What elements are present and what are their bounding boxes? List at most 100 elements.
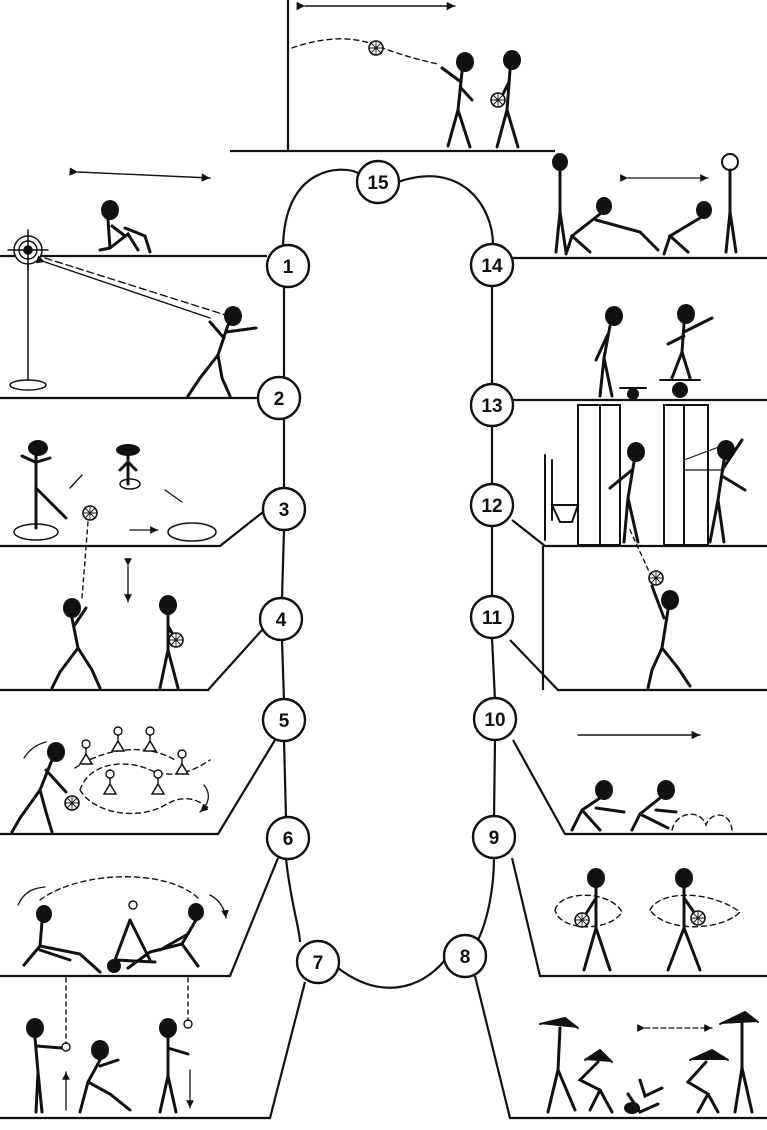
stick-figure <box>662 201 712 256</box>
scene-station-10 <box>570 730 733 832</box>
scene-station-7 <box>26 1018 194 1114</box>
scene-station-2 <box>7 229 258 398</box>
scene-station-4 <box>50 595 185 690</box>
station-5: 5 <box>261 697 307 743</box>
station-15-label: 15 <box>367 173 389 194</box>
station-5-label: 5 <box>279 711 290 732</box>
stick-figure <box>646 569 692 690</box>
track-left-4-5 <box>280 639 286 701</box>
stick-figure <box>608 442 645 544</box>
floor-7 <box>0 981 307 1120</box>
ladder-board-icon <box>577 404 709 546</box>
stick-figure <box>594 306 623 398</box>
scene-station-8 <box>539 1010 759 1114</box>
station-11-label: 11 <box>482 608 503 629</box>
stick-figure <box>78 1040 132 1114</box>
floor-12 <box>511 519 767 548</box>
basketball <box>367 39 385 57</box>
station-4-label: 4 <box>276 610 287 631</box>
station-8: 8 <box>442 933 488 979</box>
track-right-9-10 <box>492 739 497 819</box>
stick-figure <box>573 868 612 972</box>
scene-station-3 <box>13 440 217 603</box>
cone-icon <box>78 738 94 766</box>
track-bottom-arc <box>337 959 446 989</box>
motion-arrows <box>17 886 226 918</box>
stick-figure <box>20 440 68 530</box>
track-top-arc <box>281 168 495 251</box>
station-1-label: 1 <box>283 257 294 278</box>
stick-figure <box>630 780 678 832</box>
return-path <box>35 255 211 319</box>
drop-path <box>81 521 89 599</box>
stick-figure <box>685 1048 729 1114</box>
floor-9 <box>510 857 767 978</box>
stick-figure <box>624 1078 664 1114</box>
stick-figure <box>126 903 204 970</box>
stick-figure <box>440 52 474 149</box>
floor-5 <box>0 739 276 836</box>
station-3: 3 <box>261 486 307 532</box>
station-1: 1 <box>265 243 311 289</box>
station-14: 14 <box>469 242 515 288</box>
stick-figure <box>552 153 568 254</box>
stick-figure <box>708 438 747 544</box>
stick-figure <box>116 444 140 486</box>
motion-arrows <box>23 741 208 812</box>
floor-8 <box>473 975 767 1120</box>
stick-figure <box>50 598 102 690</box>
stick-figure <box>107 900 157 973</box>
floor-11 <box>509 639 767 692</box>
scene-station-9 <box>554 868 742 972</box>
basketball <box>573 911 591 929</box>
stick-figure <box>158 595 185 690</box>
stick-figure <box>570 780 626 832</box>
stick-figure <box>26 1018 71 1114</box>
station-14-label: 14 <box>481 256 503 277</box>
track-left-5-6 <box>282 739 288 819</box>
stick-figure <box>719 1010 759 1114</box>
scene-station-12 <box>544 404 747 546</box>
ball-trajectory <box>39 876 201 901</box>
station-13: 13 <box>469 382 515 428</box>
stick-figure <box>98 200 152 254</box>
target-icon <box>7 229 49 391</box>
stick-figure <box>666 304 714 380</box>
cone-icon <box>174 748 190 776</box>
balance-board-icon <box>619 379 701 400</box>
station-7-label: 7 <box>313 953 324 974</box>
station-12-label: 12 <box>481 496 502 517</box>
basketball <box>63 794 81 812</box>
station-3-label: 3 <box>279 500 290 521</box>
stick-figure <box>564 197 660 256</box>
station-7: 7 <box>295 939 341 985</box>
circle-motion <box>554 894 742 928</box>
circuit-track <box>280 168 497 989</box>
basketball <box>689 909 707 927</box>
track-right-10-11 <box>490 637 497 701</box>
track-left-3-4 <box>280 529 286 599</box>
scene-station-5 <box>10 725 211 834</box>
station-8-label: 8 <box>460 947 471 968</box>
track-left-6-7 <box>284 857 302 943</box>
stick-figure <box>158 1018 193 1114</box>
track-right-8-9 <box>477 857 496 941</box>
stick-figure <box>186 306 258 398</box>
floor-10 <box>512 739 767 836</box>
stick-figure <box>22 905 102 974</box>
motion-arrows <box>69 474 183 530</box>
stick-figure <box>666 868 707 972</box>
floor-4 <box>0 629 263 692</box>
throw-path <box>44 257 236 319</box>
ball-trajectory <box>291 38 439 65</box>
scene-station-13 <box>594 304 714 400</box>
scene-station-14 <box>552 153 739 256</box>
station-2: 2 <box>256 375 302 421</box>
station-6: 6 <box>265 815 311 861</box>
station-15: 15 <box>355 159 401 205</box>
double-arrow-icon <box>69 167 211 182</box>
floor-6 <box>0 857 280 978</box>
cone-icon <box>110 725 126 753</box>
